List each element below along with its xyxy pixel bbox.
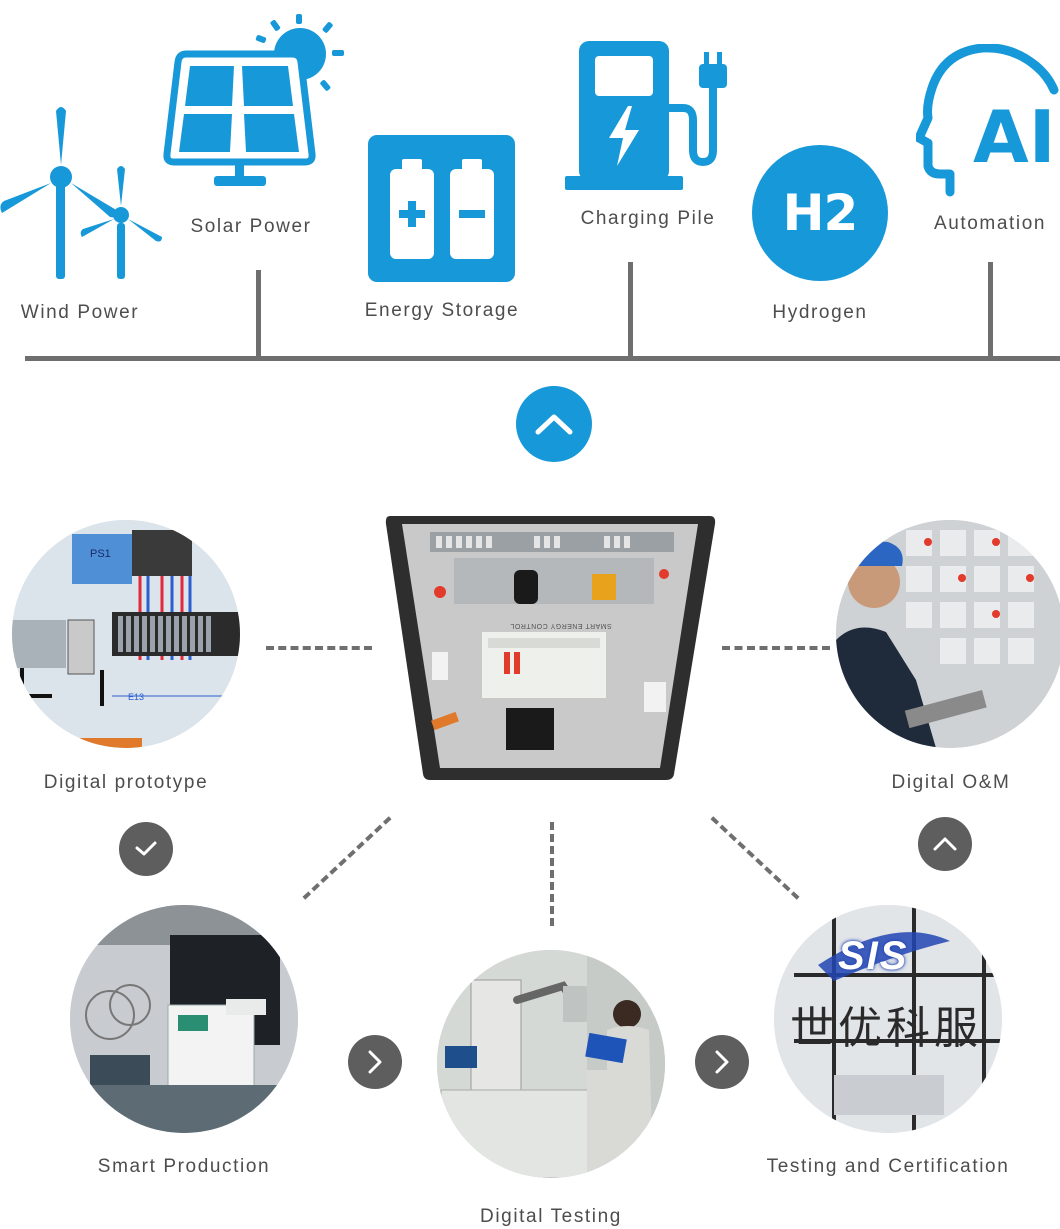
chevron-up-icon (535, 414, 573, 435)
testing-to-certification-button[interactable] (695, 1035, 749, 1089)
ai-head-icon (916, 44, 1060, 200)
energy-storage-label: Energy Storage (364, 300, 520, 321)
hydrogen-icon (752, 145, 888, 281)
charging-pile-label: Charging Pile (580, 208, 716, 229)
dashed-connector (302, 816, 392, 900)
om-up-button[interactable] (918, 817, 972, 871)
wind-power-label: Wind Power (20, 302, 140, 323)
ps1-label: PS1 (90, 548, 111, 560)
chevron-up-icon (933, 837, 957, 851)
chevron-right-icon (715, 1050, 729, 1074)
prototype-to-production-button[interactable] (119, 822, 173, 876)
bus-tick (988, 262, 993, 358)
solar-panel-icon (160, 14, 355, 194)
control-cabinet-image (384, 512, 718, 787)
bus-tick (256, 270, 261, 358)
e13-label: E13 (128, 692, 145, 702)
smart-production-label: Smart Production (97, 1156, 271, 1177)
wind-turbine-icon (0, 105, 170, 283)
production-line-photo (70, 905, 298, 1133)
cabinet-brand-text: SMART ENERGY CONTROL (510, 622, 612, 629)
dashed-connector (266, 646, 372, 650)
digital-prototype-label: Digital prototype (43, 772, 209, 793)
collapse-button[interactable] (516, 386, 592, 462)
test-lab-photo (437, 950, 665, 1178)
bus-line (25, 356, 1060, 361)
check-icon (135, 841, 157, 856)
battery-icon (368, 135, 516, 283)
hydrogen-label: Hydrogen (772, 302, 868, 323)
production-to-testing-button[interactable] (348, 1035, 402, 1089)
ai-badge-text: AI (973, 95, 1056, 179)
bus-tick (628, 262, 633, 358)
automation-label: Automation (933, 213, 1047, 234)
operator-photo (836, 520, 1060, 748)
digital-testing-label: Digital Testing (480, 1206, 622, 1227)
circuit-diagram-photo (12, 520, 240, 748)
certification-photo (774, 905, 1002, 1133)
charging-station-icon (565, 38, 735, 194)
dashed-connector (550, 822, 558, 926)
hydrogen-badge-text: H2 (782, 184, 859, 242)
chevron-right-icon (368, 1050, 382, 1074)
dashed-connector (722, 646, 830, 650)
sis-logo-text: SIS (838, 934, 909, 978)
testing-certification-label: Testing and Certification (766, 1156, 1010, 1177)
certification-cn-text: 世优科服 (790, 1003, 982, 1054)
solar-power-label: Solar Power (190, 216, 312, 237)
digital-om-label: Digital O&M (891, 772, 1011, 793)
dashed-connector (710, 816, 800, 900)
